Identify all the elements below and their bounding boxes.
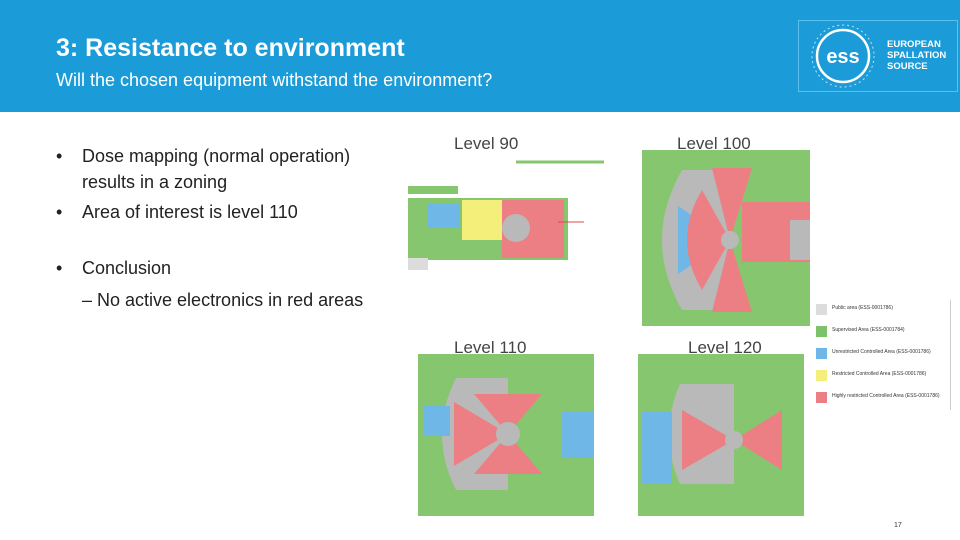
bullet-3-sub: – No active electronics in red areas xyxy=(82,290,363,311)
logo-text: EUROPEAN SPALLATION SOURCE xyxy=(887,39,946,72)
bullet-text: Dose mapping (normal operation) xyxy=(82,146,351,166)
level-90-map xyxy=(408,158,608,270)
level-100-label: Level 100 xyxy=(677,134,751,153)
level-110-map xyxy=(418,354,594,516)
logo-line-3: SOURCE xyxy=(887,61,928,72)
header-bar: 3: Resistance to environment Will the ch… xyxy=(0,0,960,112)
bullet-dot: • xyxy=(56,146,63,166)
zone-legend: Public area (ESS-0001786) Supervised Are… xyxy=(816,300,951,410)
legend-swatch xyxy=(816,348,827,359)
logo-line-1: EUROPEAN xyxy=(887,39,941,50)
level-120-map xyxy=(638,354,804,516)
ess-logo: ess EUROPEAN SPALLATION SOURCE xyxy=(798,20,958,92)
legend-label: Restricted Controlled Area (ESS-0001786) xyxy=(832,371,927,377)
level-90-label: Level 90 xyxy=(454,134,519,153)
legend-swatch xyxy=(816,326,827,337)
page-subtitle: Will the chosen equipment withstand the … xyxy=(56,70,493,90)
legend-label: Highly restricted Controlled Area (ESS-0… xyxy=(832,393,940,399)
level-120-label: Level 120 xyxy=(688,338,762,357)
bullet-text: Area of interest is level 110 xyxy=(82,202,298,222)
bullet-text: results in a zoning xyxy=(82,172,228,192)
legend-swatch xyxy=(816,304,827,315)
bullet-dot: • xyxy=(56,258,63,278)
bullet-text: Conclusion xyxy=(82,258,172,278)
legend-label: Supervised Area (ESS-0001784) xyxy=(832,327,905,333)
page-title: 3: Resistance to environment xyxy=(56,34,405,62)
legend-label: Unrestricted Controlled Area (ESS-000178… xyxy=(832,349,931,355)
logo-line-2: SPALLATION xyxy=(887,50,947,61)
bullet-dot: • xyxy=(56,202,63,222)
svg-text:ess: ess xyxy=(826,46,859,68)
level-110-label: Level 110 xyxy=(454,338,527,357)
legend-label: Public area (ESS-0001786) xyxy=(832,305,893,311)
legend-swatch xyxy=(816,392,827,403)
bullet-text: – No active electronics in red areas xyxy=(82,290,364,310)
level-100-map xyxy=(642,150,810,326)
legend-swatch xyxy=(816,370,827,381)
ess-logo-mark: ess xyxy=(811,24,875,88)
page-number: 17 xyxy=(894,522,902,529)
